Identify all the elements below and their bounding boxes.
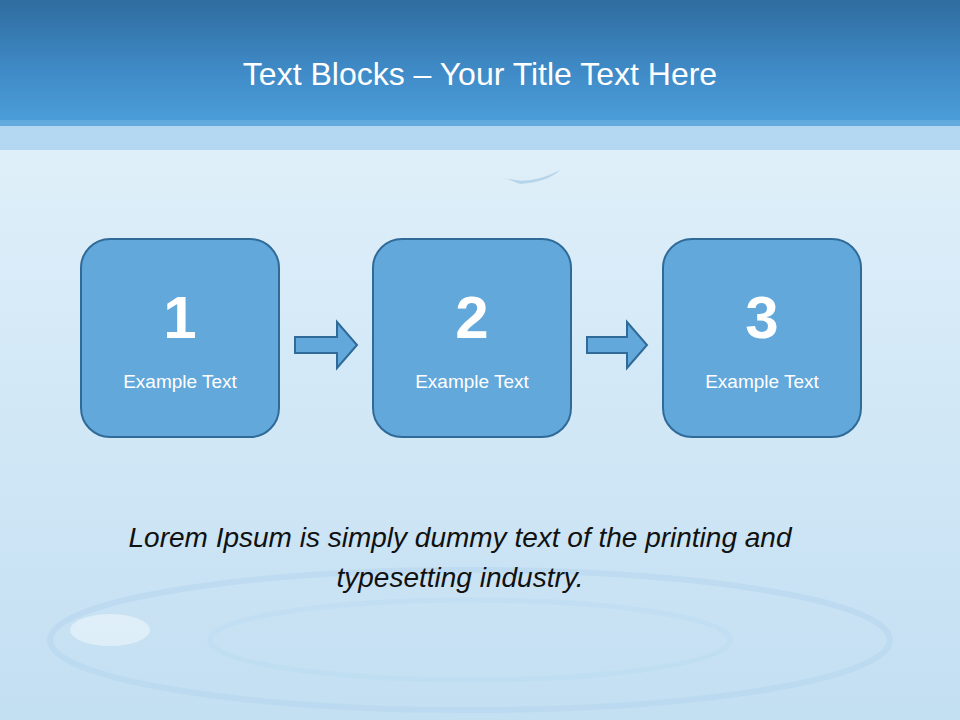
step-box: 3Example Text: [662, 238, 862, 438]
block-arrow: [587, 322, 647, 368]
step-number: 2: [374, 286, 570, 350]
caption: Lorem Ipsum is simply dummy text of the …: [100, 518, 820, 598]
ripple: [210, 600, 730, 680]
step-number: 3: [664, 286, 860, 350]
step-text: Example Text: [82, 370, 278, 394]
slide-title: Text Blocks – Your Title Text Here: [0, 52, 960, 96]
droplet: [70, 614, 150, 646]
block-arrow: [295, 322, 357, 368]
title-band: [0, 0, 960, 126]
band-fade: [0, 120, 960, 150]
step-box: 1Example Text: [80, 238, 280, 438]
step-text: Example Text: [664, 370, 860, 394]
step-text: Example Text: [374, 370, 570, 394]
step-number: 1: [82, 286, 278, 350]
droplet: [505, 170, 560, 184]
step-box: 2Example Text: [372, 238, 572, 438]
